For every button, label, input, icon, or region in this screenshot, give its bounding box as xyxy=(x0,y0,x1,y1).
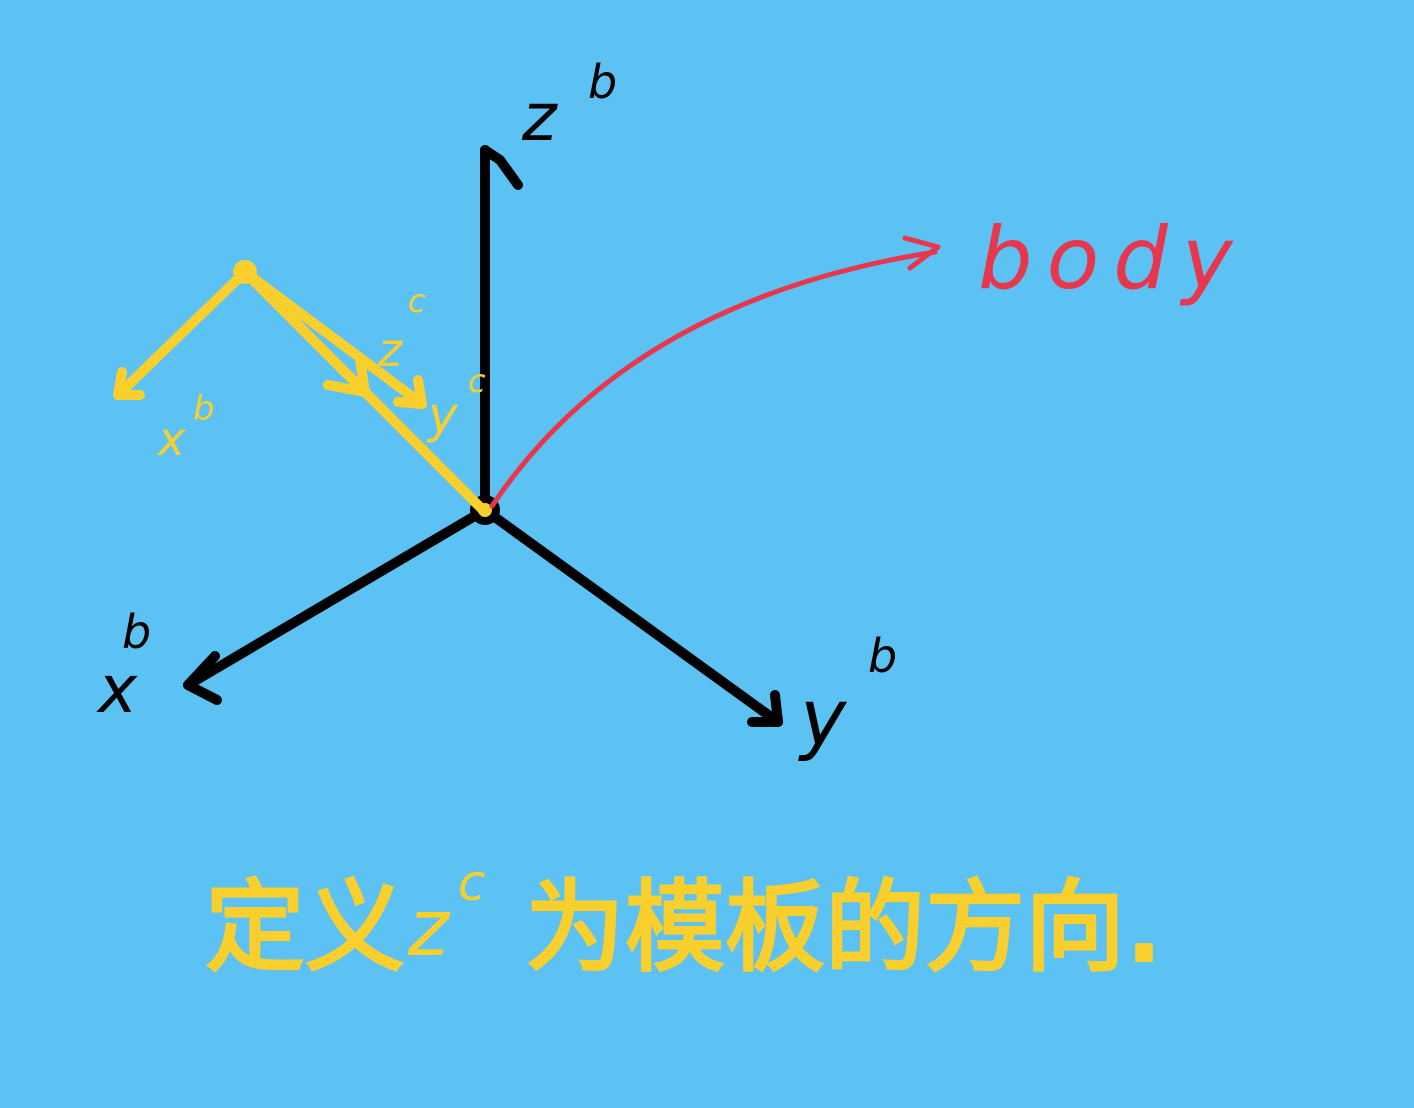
camera-z-sup: c xyxy=(408,282,426,320)
camera-x-axis xyxy=(113,267,250,400)
body-z-arrowhead xyxy=(480,145,523,190)
annotation-curve xyxy=(489,249,938,509)
camera-y-label: y xyxy=(426,386,459,444)
body-y-label: y xyxy=(798,674,848,764)
camera-link-end xyxy=(478,503,492,517)
caption-z-sup: c xyxy=(458,854,486,912)
body-x-sup: b xyxy=(122,605,151,659)
body-x-axis xyxy=(183,505,490,690)
camera-x-sup: b xyxy=(193,389,215,429)
body-z-sup: b xyxy=(588,55,617,109)
camera-y-arrowhead xyxy=(393,375,427,409)
camera-z-label: z xyxy=(377,323,403,377)
body-annotation-arrow xyxy=(489,235,941,509)
annotation-arrowhead xyxy=(902,235,941,271)
camera-x-arrowhead xyxy=(113,367,145,400)
camera-y-sup: c xyxy=(468,362,486,400)
camera-z-arrowhead xyxy=(323,355,370,397)
body-x-arrowhead xyxy=(183,651,222,705)
body-z-label: z xyxy=(521,79,558,156)
caption-z: z xyxy=(407,884,451,974)
body-x-label: x xyxy=(96,651,138,728)
body-y-arrowhead xyxy=(747,690,783,727)
camera-frame xyxy=(113,267,490,517)
camera-y-axis xyxy=(240,267,427,409)
body-annotation-label: body xyxy=(978,209,1247,309)
caption-part2: 为模板的方向. xyxy=(525,869,1163,986)
camera-x-label: x xyxy=(156,412,186,466)
caption-part1: 定义 xyxy=(205,869,405,986)
body-y-sup: b xyxy=(868,629,897,683)
body-frame xyxy=(183,145,783,727)
camera-origin xyxy=(233,260,257,284)
body-y-axis xyxy=(480,505,783,727)
